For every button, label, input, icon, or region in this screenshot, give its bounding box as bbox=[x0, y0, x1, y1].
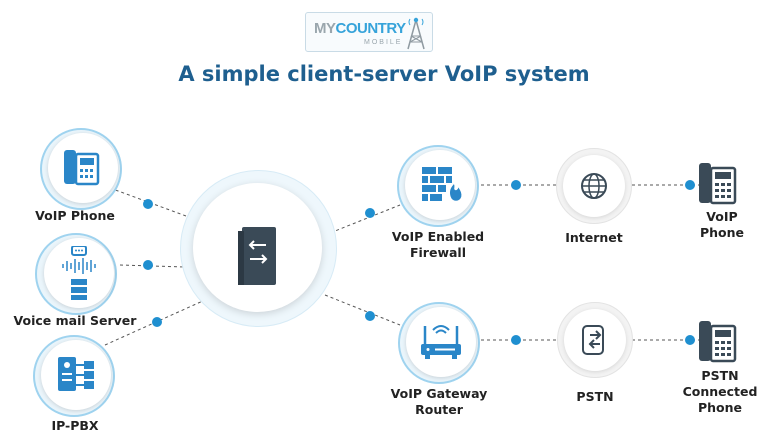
connector-dot bbox=[143, 260, 153, 270]
pbx-icon bbox=[58, 357, 94, 391]
voicemail-server-label: Voice mail Server bbox=[13, 313, 137, 328]
voip-phone-node-inner bbox=[48, 133, 118, 203]
pstn-phone-label: PSTN Connected Phone bbox=[682, 368, 758, 415]
gateway-router-node-inner bbox=[406, 307, 476, 377]
globe-icon bbox=[581, 173, 607, 199]
voicemail-icon bbox=[62, 246, 96, 300]
connector-dot bbox=[685, 180, 695, 190]
voip-phone-right-label: VoIP Phone bbox=[699, 209, 745, 240]
connector-dot bbox=[365, 208, 375, 218]
ip-pbx-label: IP-PBX bbox=[51, 418, 99, 433]
brand-logo: MYCOUNTRY MOBILE bbox=[305, 12, 433, 52]
connector-dot bbox=[365, 311, 375, 321]
pstn-label: PSTN bbox=[576, 389, 614, 404]
connector-dot bbox=[511, 180, 521, 190]
voip-phone-left-label: VoIP Phone bbox=[35, 208, 115, 223]
firewall-label: VoIP Enabled Firewall bbox=[391, 229, 485, 260]
desk-phone-icon bbox=[699, 321, 737, 363]
desk-phone-icon bbox=[699, 163, 737, 205]
server-icon bbox=[238, 227, 276, 285]
logo-subtext: MOBILE bbox=[364, 39, 403, 46]
connector-dot bbox=[685, 335, 695, 345]
diagram-title: A simple client-server VoIP system bbox=[178, 62, 590, 86]
connector-dot bbox=[152, 317, 162, 327]
logo-text: MYCOUNTRY bbox=[314, 20, 406, 37]
gateway-router-label: VoIP Gateway Router bbox=[390, 386, 488, 417]
connector-dot bbox=[143, 199, 153, 209]
connector-dot bbox=[511, 335, 521, 345]
pstn-exchange-icon bbox=[582, 325, 604, 355]
desk-phone-icon bbox=[64, 150, 100, 186]
pstn-node-inner bbox=[564, 309, 626, 371]
internet-label: Internet bbox=[565, 230, 623, 245]
firewall-icon bbox=[422, 167, 463, 203]
tower-icon bbox=[407, 17, 425, 50]
router-icon bbox=[421, 325, 461, 359]
